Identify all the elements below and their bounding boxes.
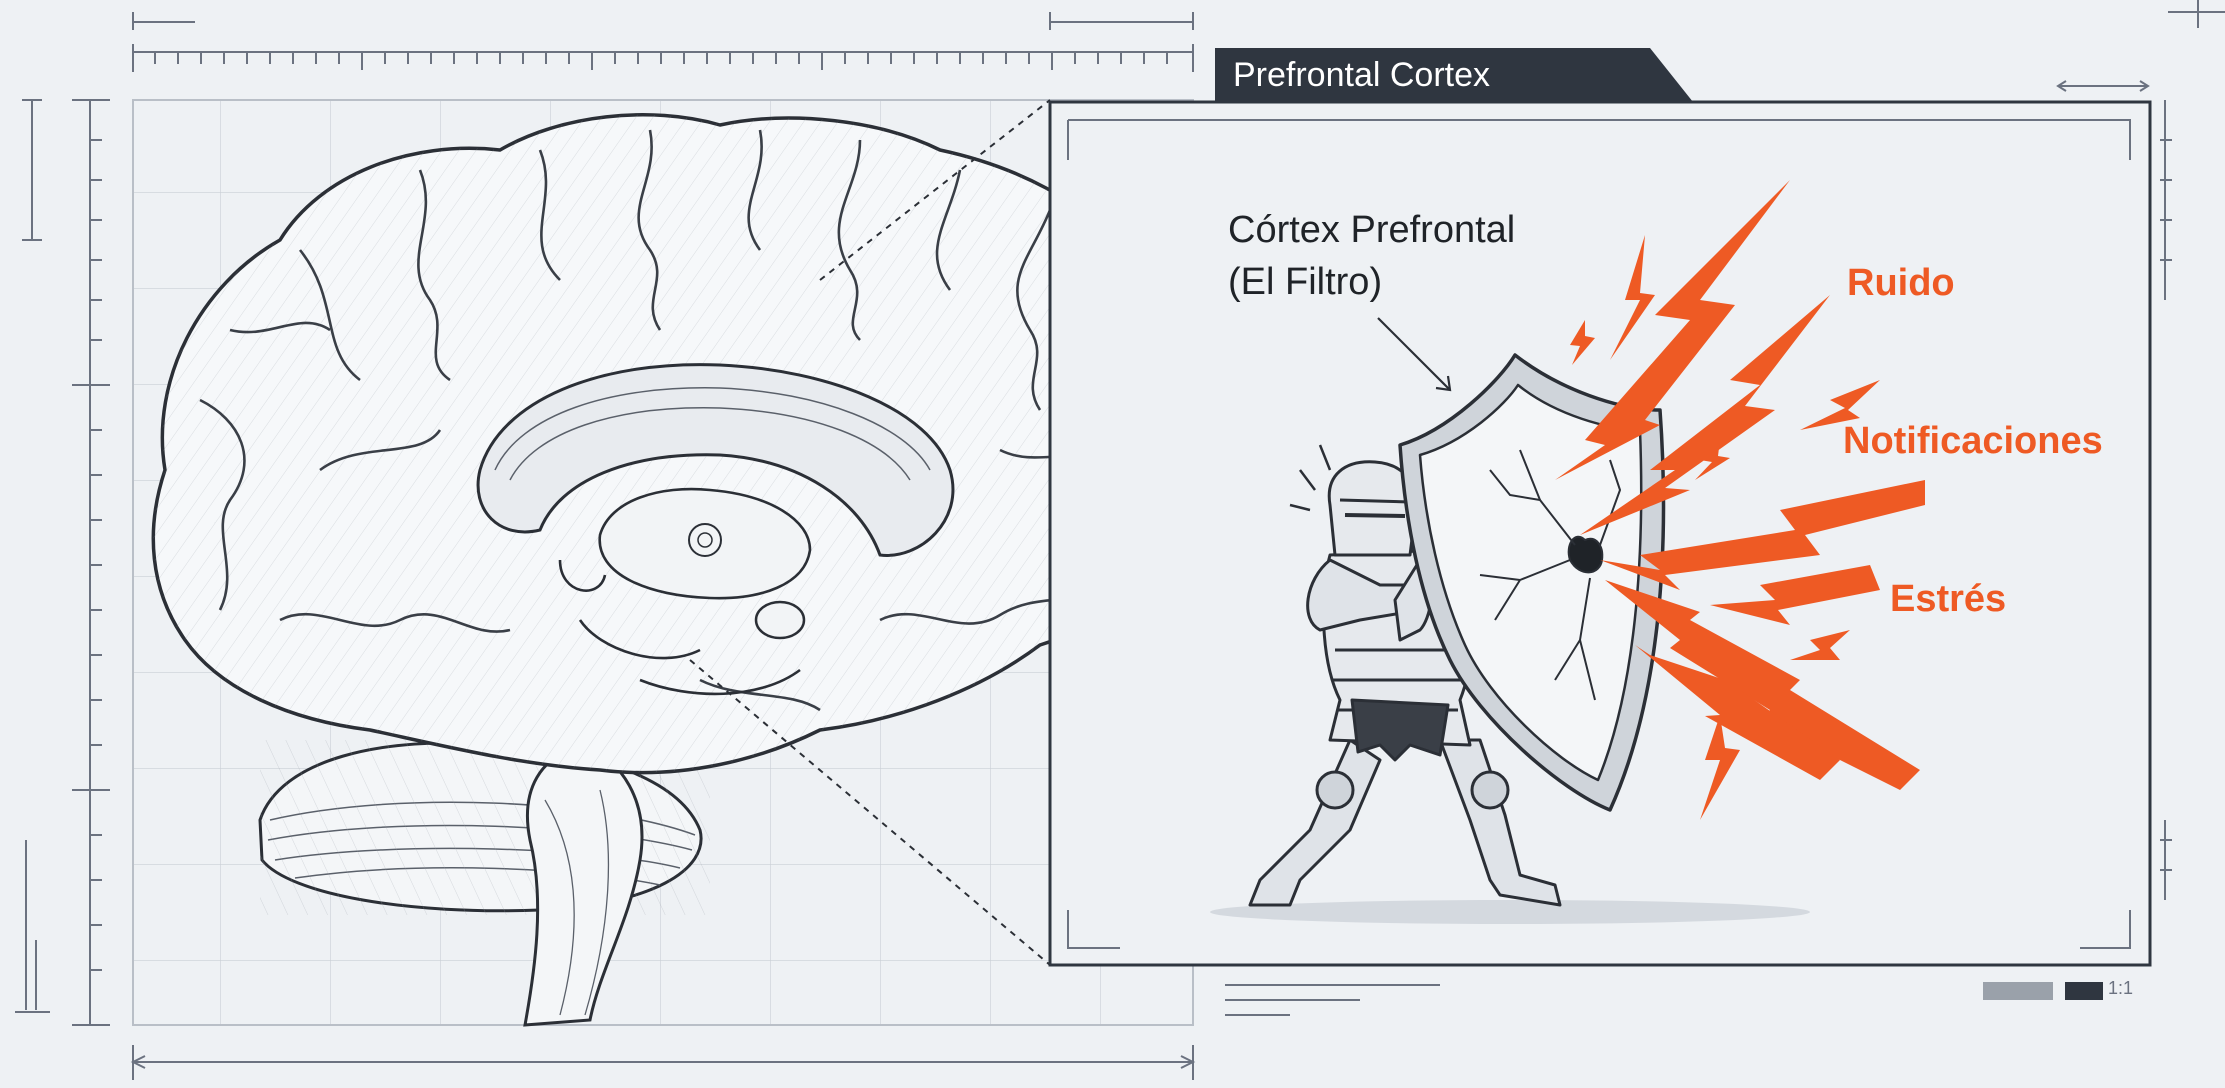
threat-label-noise: Ruido xyxy=(1847,262,1955,305)
threat-label-notifications: Notificaciones xyxy=(1843,420,2103,463)
panel-title: Prefrontal Cortex xyxy=(1215,48,1490,102)
left-ruler xyxy=(15,100,110,1025)
callout-label-line2: (El Filtro) xyxy=(1228,258,1382,306)
legend-swatches xyxy=(1983,982,2103,1000)
bottom-dimension xyxy=(133,1045,1193,1080)
scale-legend-text: 1:1 xyxy=(2108,978,2133,999)
notes-lines xyxy=(1225,985,1440,1015)
top-ruler xyxy=(133,12,1193,72)
callout-label-line1: Córtex Prefrontal xyxy=(1228,206,1515,254)
threat-label-stress: Estrés xyxy=(1890,578,2006,621)
